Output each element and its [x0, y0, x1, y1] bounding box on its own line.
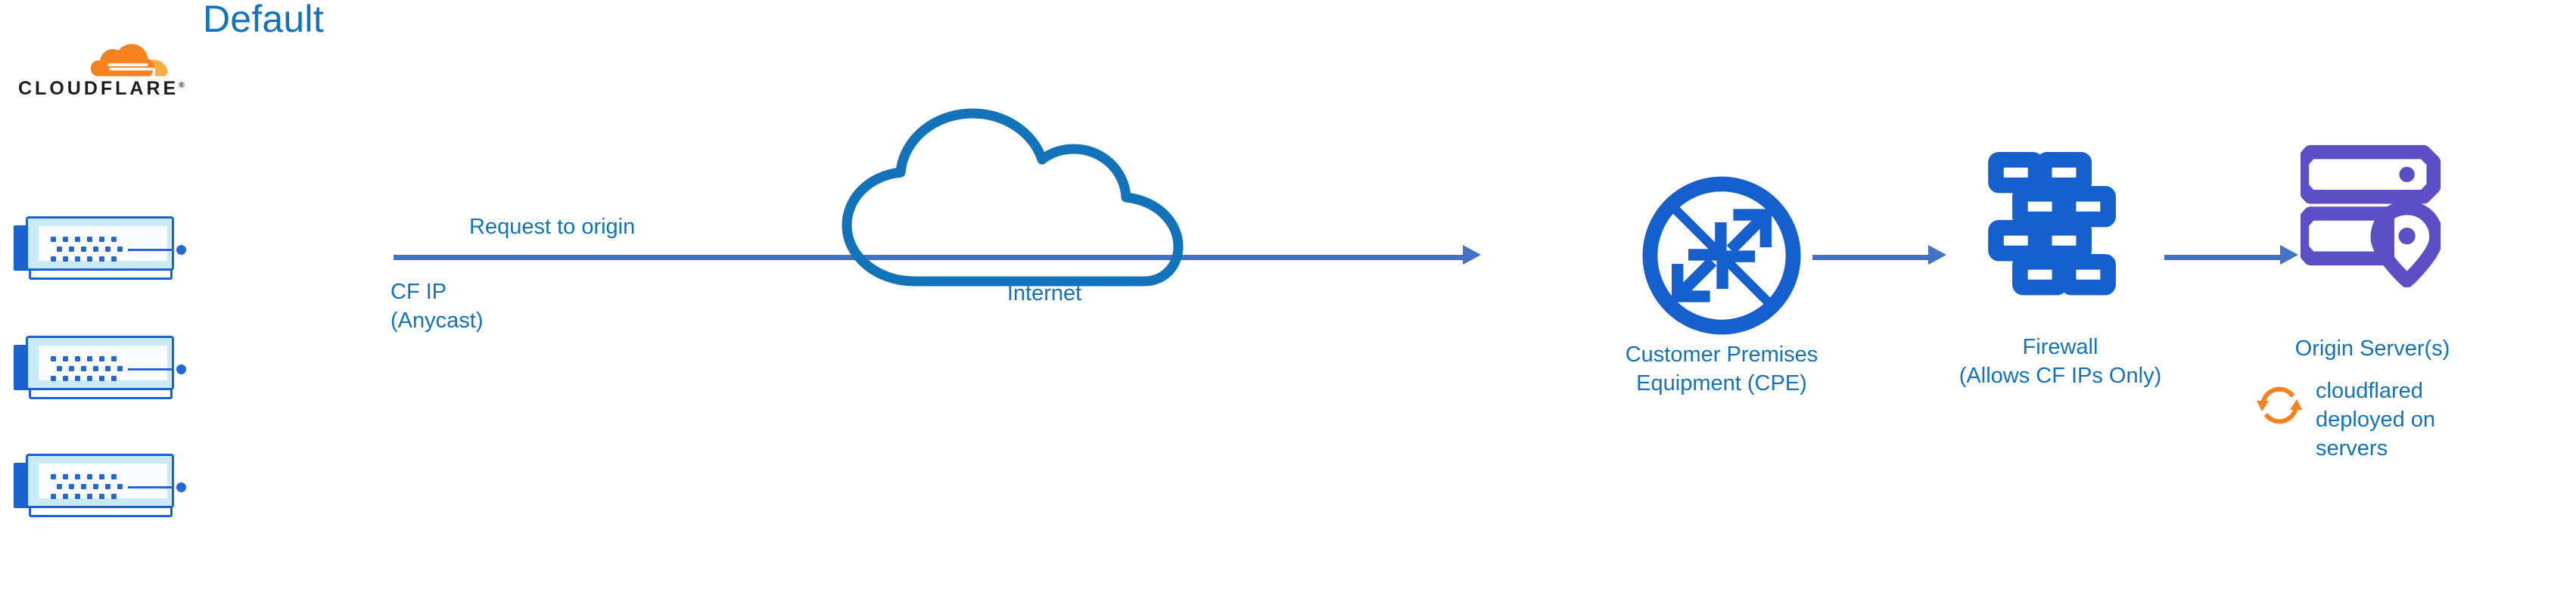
server-front-face: [39, 346, 186, 382]
cloudflare-edge-server: [14, 452, 186, 519]
cloudflare-wordmark-label: CLOUDFLARE: [18, 78, 179, 99]
cloudflare-wordmark-text: CLOUDFLARE®: [18, 78, 185, 100]
flow-arrow-shaft: [861, 255, 1255, 260]
server-status-dot: [176, 482, 186, 492]
flow-arrow-shaft: [394, 255, 863, 260]
page-title: Default: [203, 0, 324, 40]
flow-arrow-shaft: [1812, 255, 1930, 260]
server-port-grid: [51, 474, 123, 500]
cloudflare-edge-server: [14, 215, 186, 281]
flow-arrow-head: [1463, 245, 1481, 265]
brick-wall-firewall-icon: [1988, 151, 2116, 296]
cloud-outline-icon: [842, 108, 1184, 287]
server-front-face: [39, 464, 186, 500]
server-port-grid: [51, 356, 123, 382]
cf-ip-anycast-label: CF IP (Anycast): [390, 280, 484, 333]
server-status-dot: [176, 364, 186, 374]
server-status-line: [128, 249, 173, 251]
firewall-caption: Firewall (Allows CF IPs Only): [1958, 335, 2162, 388]
server-chassis: [26, 216, 186, 271]
request-to-origin-label: Request to origin: [469, 215, 636, 239]
cloudflare-cloud-logo-icon: [90, 44, 168, 76]
server-chassis: [26, 454, 186, 508]
cpe-caption: Customer Premises Equipment (CPE): [1625, 343, 1818, 395]
router-icon: [1642, 176, 1801, 335]
cloudflared-label: cloudflared deployed on servers: [2316, 379, 2436, 460]
cloudflare-edge-server: [14, 334, 186, 401]
server-status-dot: [176, 245, 186, 255]
flow-arrow-head: [1928, 245, 1946, 265]
server-chassis: [26, 336, 186, 390]
flow-arrow-shaft: [1253, 255, 1465, 260]
registered-mark: ®: [179, 81, 185, 90]
origin-server-caption: Origin Server(s): [2294, 336, 2450, 361]
sync-refresh-icon: [2257, 386, 2302, 424]
server-status-line: [128, 368, 173, 371]
server-status-line: [128, 486, 173, 488]
cloudflared-note: cloudflared deployed on servers: [2255, 378, 2558, 499]
server-port-grid: [51, 237, 123, 262]
server-front-face: [39, 226, 186, 262]
flow-arrow-shaft: [2164, 255, 2282, 260]
flow-arrow-head: [2280, 245, 2298, 265]
internet-label: Internet: [1006, 281, 1082, 305]
origin-server-location-pin-icon: [2301, 144, 2441, 287]
